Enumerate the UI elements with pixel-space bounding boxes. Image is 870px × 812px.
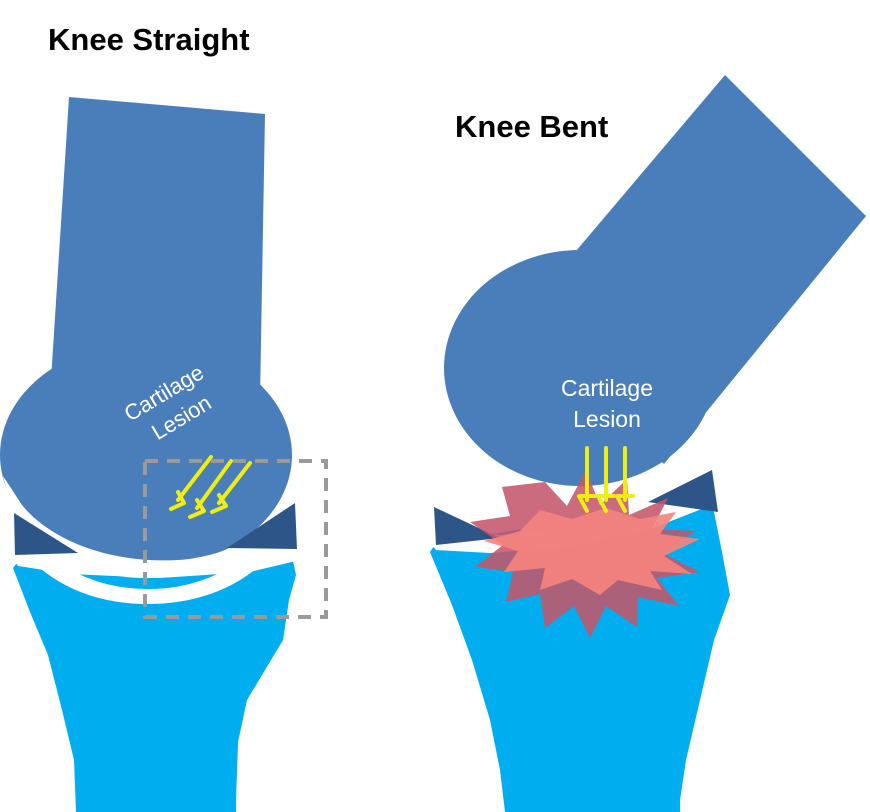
impact-arrow-right-3 xyxy=(615,446,635,513)
impact-arrow-left-3 xyxy=(210,461,252,514)
meniscus-wedge-lateral-left xyxy=(227,503,297,549)
tibial-cartilage-left xyxy=(8,539,300,578)
impact-arrow-right-1 xyxy=(577,446,597,513)
femur-shaft-right xyxy=(515,75,866,464)
impact-arrows-left xyxy=(169,455,252,519)
panel-title-knee-bent: Knee Bent xyxy=(455,109,608,144)
meniscus-wedge-medial-left xyxy=(14,513,78,555)
tibia-left xyxy=(13,559,296,812)
lesion-label-right: Cartilage Lesion xyxy=(561,375,653,432)
impact-arrows-right xyxy=(577,446,635,513)
impact-burst-light xyxy=(484,508,700,595)
impact-arrow-right-2 xyxy=(596,446,616,513)
lesion-label-right-line2: Lesion xyxy=(573,406,641,432)
panel-title-knee-straight: Knee Straight xyxy=(48,22,250,57)
impact-arrow-left-1 xyxy=(169,455,213,511)
femur-shaft-left xyxy=(50,97,265,400)
meniscus-wedge-medial-right xyxy=(434,507,500,545)
lesion-label-right-line1: Cartilage xyxy=(561,375,653,401)
panel-knee-bent: Cartilage Lesion Knee Bent xyxy=(424,75,866,812)
zoom-region-box[interactable] xyxy=(143,459,328,619)
panel-knee-straight: Cartilage Lesion xyxy=(0,22,328,812)
femoral-cartilage-gap-left xyxy=(0,487,300,604)
impact-arrow-left-2 xyxy=(188,459,233,519)
